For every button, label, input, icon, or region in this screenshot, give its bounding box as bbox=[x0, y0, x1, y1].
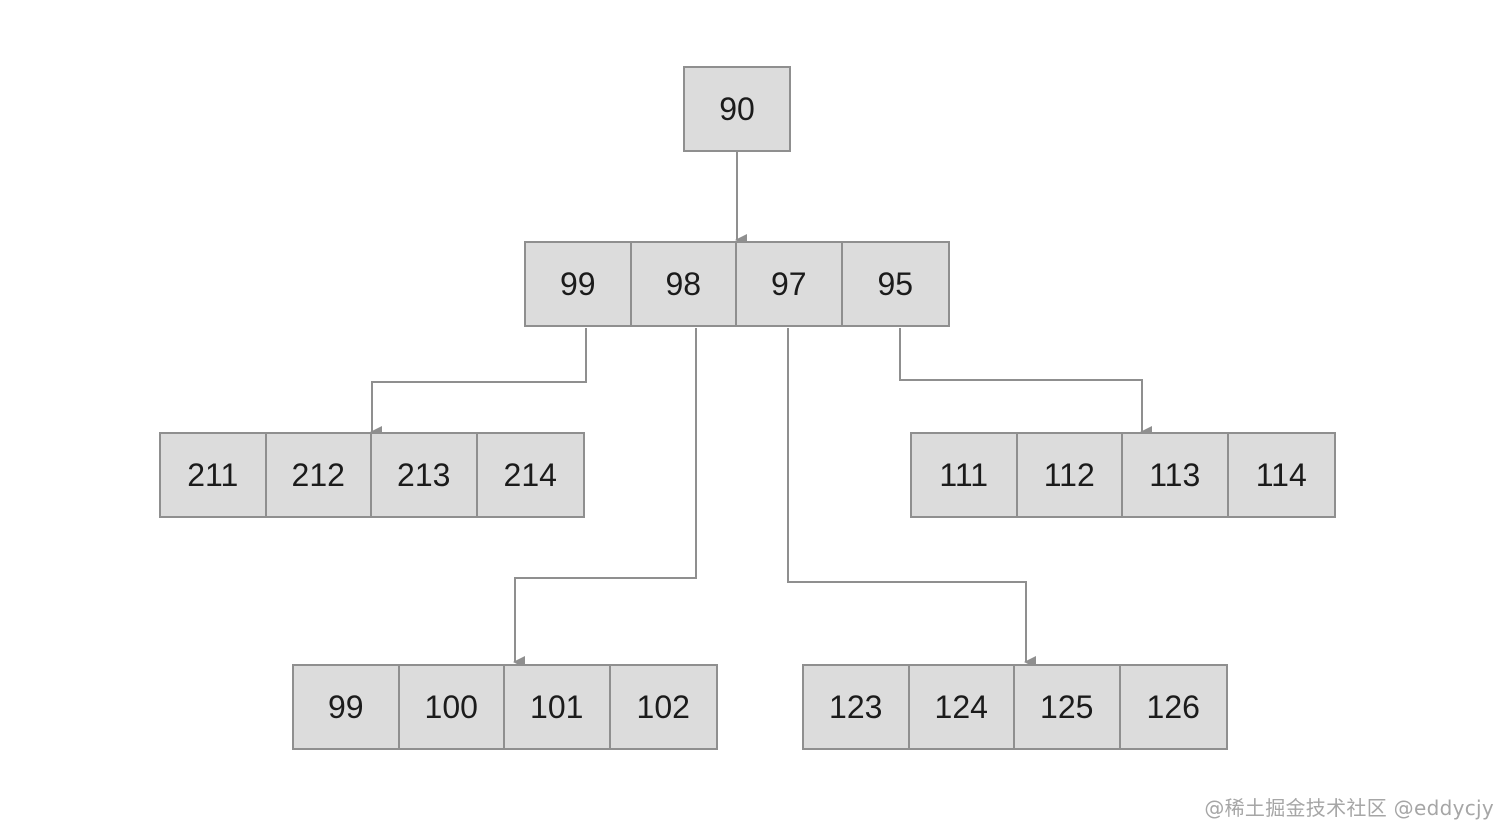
bottom-right-leaf-key-3: 125 bbox=[1015, 666, 1121, 748]
edge-99-to-left-leaf bbox=[370, 328, 587, 438]
root-node: 90 bbox=[683, 66, 791, 152]
right-leaf-key-3: 113 bbox=[1123, 434, 1229, 516]
edge-97-to-bottom-right-leaf bbox=[787, 328, 1036, 668]
left-leaf-node: 211 212 213 214 bbox=[159, 432, 585, 518]
bottom-right-leaf-key-4: 126 bbox=[1120, 666, 1226, 748]
root-key: 90 bbox=[685, 68, 789, 150]
left-leaf-key-2: 212 bbox=[266, 434, 372, 516]
level1-node: 99 98 97 95 bbox=[524, 241, 950, 327]
edge-98-to-bottom-left-leaf bbox=[513, 328, 697, 668]
left-leaf-key-4: 214 bbox=[477, 434, 583, 516]
bottom-left-leaf-key-2: 100 bbox=[399, 666, 505, 748]
edge-95-to-right-leaf bbox=[899, 328, 1152, 438]
right-leaf-key-1: 111 bbox=[912, 434, 1018, 516]
bottom-left-leaf-key-3: 101 bbox=[505, 666, 611, 748]
level1-key-3: 97 bbox=[737, 243, 843, 325]
level1-key-1: 99 bbox=[526, 243, 632, 325]
level1-key-2: 98 bbox=[631, 243, 737, 325]
right-leaf-node: 111 112 113 114 bbox=[910, 432, 1336, 518]
bottom-right-leaf-key-1: 123 bbox=[804, 666, 910, 748]
bottom-left-leaf-node: 99 100 101 102 bbox=[292, 664, 718, 750]
left-leaf-key-3: 213 bbox=[372, 434, 478, 516]
right-leaf-key-2: 112 bbox=[1017, 434, 1123, 516]
bottom-right-leaf-node: 123 124 125 126 bbox=[802, 664, 1228, 750]
bottom-right-leaf-key-2: 124 bbox=[909, 666, 1015, 748]
bottom-left-leaf-key-4: 102 bbox=[610, 666, 716, 748]
bottom-left-leaf-key-1: 99 bbox=[294, 666, 400, 748]
watermark-text: @稀土掘金技术社区 @eddycjy bbox=[1204, 796, 1494, 820]
level1-key-4: 95 bbox=[842, 243, 948, 325]
right-leaf-key-4: 114 bbox=[1228, 434, 1334, 516]
left-leaf-key-1: 211 bbox=[161, 434, 267, 516]
